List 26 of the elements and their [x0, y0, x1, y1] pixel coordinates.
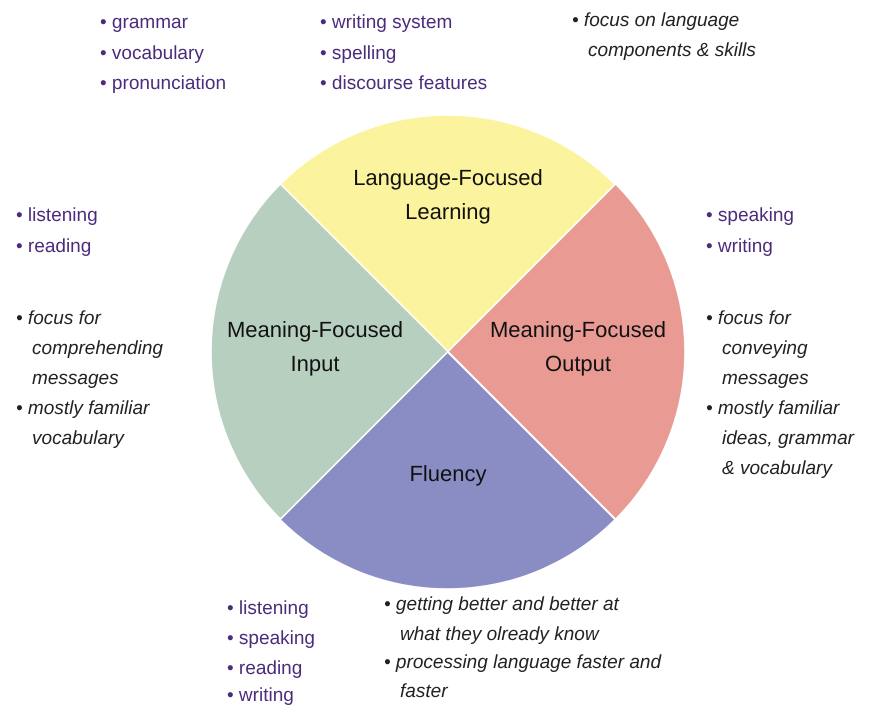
sector-title: Meaning-Focused Output — [488, 316, 668, 378]
note-text: • mostly familiar ideas, grammar & vocabulary — [706, 397, 856, 481]
bullet-item: • reading — [16, 235, 92, 259]
note-text: • focus for comprehending messages — [16, 307, 164, 391]
bullet-item: • writing system — [320, 11, 452, 35]
note-text: • getting better and better at what they olready know — [384, 593, 620, 647]
note-text: • processing language faster and faster — [384, 651, 662, 704]
bullet-item: • discourse features — [320, 72, 488, 96]
bullet-item: • listening — [16, 204, 98, 228]
bullet-item: • listening — [227, 597, 309, 621]
bullet-item: • grammar — [100, 11, 188, 35]
bullet-item: • spelling — [320, 42, 396, 66]
note-text: • mostly familiar vocabulary — [16, 397, 151, 451]
bullet-item: • speaking — [227, 627, 315, 651]
sector-title: Fluency — [408, 460, 488, 488]
bullet-item: • writing — [227, 684, 294, 707]
bullet-item: • speaking — [706, 204, 794, 228]
sector-title: Language-Focused Learning — [352, 164, 544, 226]
note-text: • focus on language components & skills — [572, 9, 757, 63]
bullet-item: • pronunciation — [100, 72, 226, 96]
note-text: • focus for conveying messages — [706, 307, 810, 391]
bullet-item: • writing — [706, 235, 773, 259]
bullet-item: • vocabulary — [100, 42, 204, 66]
sector-title: Meaning-Focused Input — [226, 316, 404, 378]
circle-sector — [280, 352, 616, 589]
bullet-item: • reading — [227, 657, 302, 681]
